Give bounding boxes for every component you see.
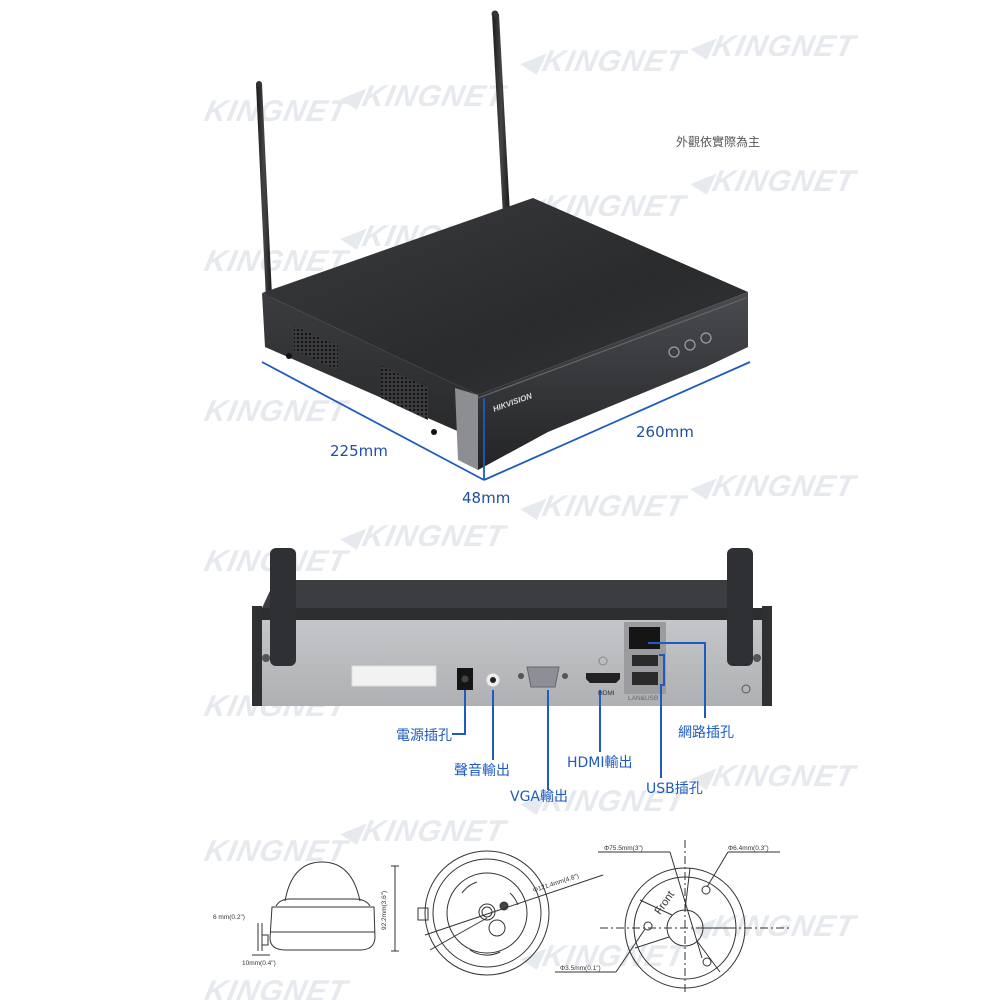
dimension-mount-hole-small: Φ3.5mm(0.1") (560, 965, 601, 972)
rear-panel-illustration (252, 548, 772, 790)
lan-usb-marking: LAN&USB (628, 695, 659, 702)
port-label-lan: 網路插孔 (678, 725, 734, 741)
front-buttons (668, 332, 712, 358)
dimension-lines (261, 361, 751, 481)
dimension-mount-hole-large: Φ6.4mm(0.3") (728, 845, 769, 852)
dimension-depth: 225mm (330, 442, 388, 460)
antenna-left (256, 81, 272, 300)
camera-mount-view (555, 840, 790, 995)
hdmi-marking: HDMI (598, 690, 615, 697)
camera-bottom-view (417, 850, 604, 976)
dimension-camera-height: 92.2mm(3.6") (381, 890, 388, 930)
antenna-right (491, 10, 510, 216)
dimension-cable-width: 10mm(0.4") (242, 960, 276, 967)
port-label-audio: 聲音輸出 (454, 763, 510, 779)
nvr-perspective-illustration (256, 10, 751, 481)
appearance-note: 外觀依實際為主 (676, 135, 761, 149)
port-label-vga: VGA輸出 (510, 789, 569, 805)
port-label-usb: USB插孔 (646, 781, 703, 797)
port-label-power: 電源插孔 (396, 728, 452, 744)
dimension-cable-offset: 6 mm(0.2") (213, 914, 245, 921)
dimension-mount-outer: Φ75.5mm(3") (604, 845, 643, 852)
camera-side-view (252, 861, 399, 956)
dimension-height: 48mm (462, 489, 511, 507)
dimension-width: 260mm (636, 423, 694, 441)
port-callout-lines (452, 642, 706, 790)
port-label-hdmi: HDMI輸出 (567, 755, 633, 771)
